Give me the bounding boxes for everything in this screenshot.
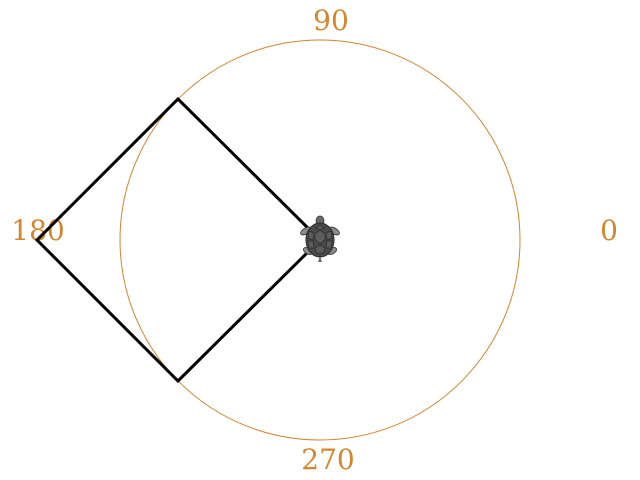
turtle-icon [300, 215, 340, 262]
angle-label-0: 0 [600, 214, 618, 247]
angle-label-270: 270 [301, 443, 354, 476]
compass-circle [119, 39, 521, 441]
turtle-path [34, 96, 322, 384]
angle-label-90: 90 [313, 4, 349, 37]
